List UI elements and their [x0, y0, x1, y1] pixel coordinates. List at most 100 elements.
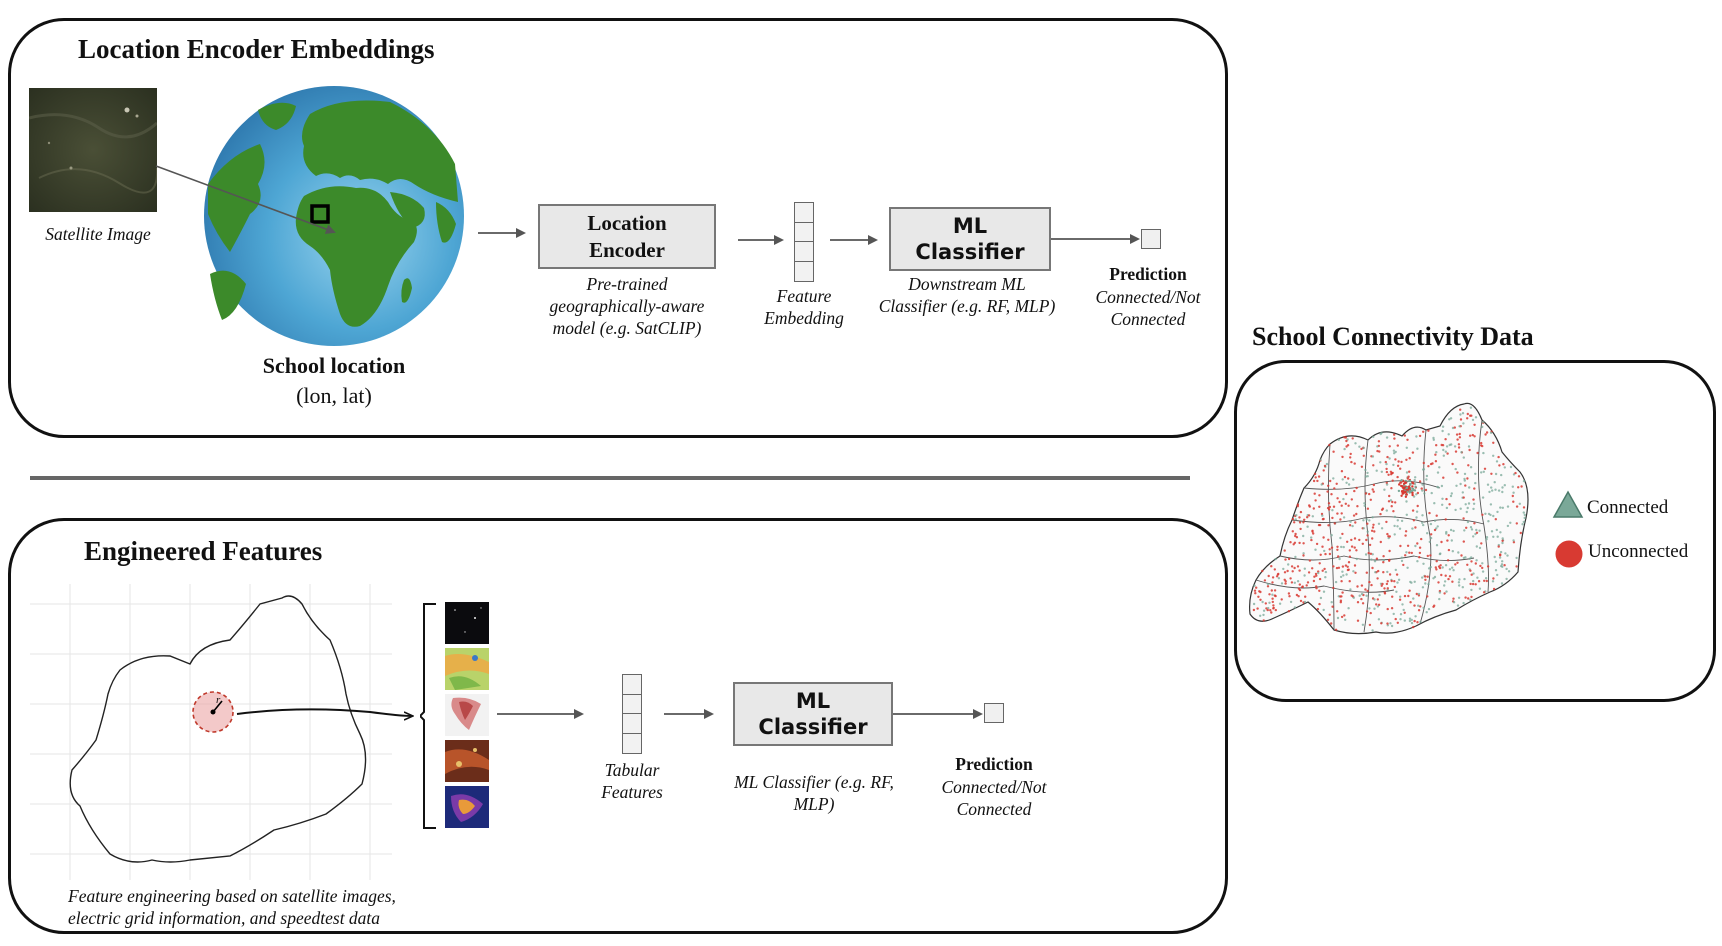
- school-dot: [1318, 577, 1322, 581]
- school-dot: [1483, 467, 1487, 470]
- legend-connected-icon: [1552, 490, 1584, 518]
- school-dot: [1388, 559, 1391, 562]
- school-dot: [1400, 519, 1404, 523]
- school-dot: [1323, 549, 1326, 553]
- prediction-title-top: Prediction: [1109, 264, 1187, 284]
- school-dot: [1414, 526, 1417, 529]
- school-dot: [1338, 557, 1341, 561]
- school-dot: [1392, 510, 1395, 513]
- school-dot: [1341, 532, 1344, 536]
- school-dot: [1333, 487, 1336, 490]
- school-dot: [1348, 524, 1352, 527]
- school-dot: [1299, 527, 1302, 531]
- school-dot: [1488, 490, 1491, 494]
- school-dot: [1491, 580, 1495, 583]
- school-dot: [1366, 534, 1369, 537]
- school-dot: [1453, 426, 1456, 429]
- school-dot: [1326, 618, 1330, 621]
- school-dot: [1373, 598, 1376, 601]
- school-dot: [1467, 464, 1470, 467]
- school-dot: [1344, 502, 1347, 505]
- school-dot: [1478, 546, 1482, 550]
- school-dot: [1499, 506, 1502, 509]
- prediction-text-bottom: Connected/Not Connected: [941, 777, 1047, 819]
- school-dot: [1347, 607, 1350, 610]
- school-dot: [1494, 518, 1497, 521]
- school-dot: [1372, 483, 1376, 487]
- school-dot: [1484, 577, 1488, 580]
- school-dot: [1436, 525, 1439, 528]
- school-dot: [1313, 472, 1317, 476]
- school-dot: [1468, 448, 1471, 452]
- school-dot: [1366, 471, 1369, 475]
- school-dot: [1314, 499, 1317, 502]
- school-dot: [1385, 509, 1388, 512]
- school-dot: [1294, 532, 1297, 536]
- school-dot: [1342, 574, 1345, 577]
- school-dot: [1319, 458, 1322, 461]
- school-dot: [1496, 510, 1499, 514]
- school-dot: [1330, 534, 1333, 537]
- school-dot: [1395, 573, 1399, 576]
- school-dot: [1340, 580, 1343, 583]
- school-dot: [1412, 495, 1416, 498]
- school-dot: [1399, 544, 1402, 548]
- school-dot: [1334, 580, 1338, 584]
- school-dot: [1463, 472, 1467, 476]
- school-dot: [1315, 542, 1319, 546]
- location-encoder-title: Location Encoder Embeddings: [78, 34, 435, 64]
- school-dot: [1414, 476, 1417, 479]
- school-dot: [1283, 578, 1286, 581]
- school-dot: [1295, 593, 1299, 597]
- school-dot: [1274, 594, 1277, 598]
- school-dot: [1379, 461, 1382, 464]
- school-dot: [1473, 522, 1476, 525]
- school-dot: [1404, 495, 1408, 498]
- school-dot: [1392, 463, 1395, 467]
- school-dot: [1364, 588, 1367, 591]
- legend-unconnected-icon: [1555, 540, 1583, 568]
- school-dot: [1358, 538, 1361, 542]
- school-dot: [1397, 578, 1401, 581]
- school-dot: [1353, 546, 1356, 549]
- speedtest-tile: [445, 786, 489, 828]
- school-dot: [1470, 595, 1473, 599]
- school-dot: [1485, 536, 1489, 539]
- school-dot: [1371, 488, 1374, 491]
- school-dot: [1400, 484, 1403, 488]
- school-dot: [1490, 472, 1493, 475]
- school-dot: [1466, 563, 1469, 566]
- school-dot: [1273, 589, 1277, 592]
- school-dot: [1298, 583, 1301, 586]
- school-dot: [1477, 580, 1481, 583]
- school-dot: [1442, 454, 1445, 457]
- prediction-text-top: Connected/Not Connected: [1095, 287, 1201, 329]
- school-dot: [1493, 555, 1496, 559]
- downstream-ml-classifier-box: ML Classifier: [889, 207, 1051, 271]
- school-dot: [1265, 607, 1268, 610]
- school-dot: [1501, 560, 1504, 563]
- school-dot: [1266, 585, 1270, 588]
- school-dot: [1394, 568, 1397, 572]
- school-dot: [1345, 439, 1348, 443]
- school-dot: [1442, 448, 1445, 452]
- school-dot: [1365, 594, 1368, 597]
- school-dot: [1415, 493, 1418, 496]
- school-dot: [1393, 452, 1396, 455]
- school-dot: [1430, 491, 1433, 495]
- school-dot: [1424, 575, 1427, 578]
- school-dot: [1443, 592, 1446, 595]
- nightlights-tile: [445, 602, 489, 644]
- school-dot: [1302, 521, 1305, 524]
- school-dot: [1503, 466, 1506, 469]
- school-dot: [1308, 559, 1312, 562]
- school-dot: [1461, 491, 1464, 494]
- school-dot: [1253, 589, 1257, 592]
- satellite-image: [29, 88, 157, 212]
- school-dot: [1485, 579, 1488, 583]
- school-dot: [1282, 567, 1285, 571]
- school-dot: [1415, 435, 1418, 438]
- school-dot: [1311, 567, 1314, 570]
- school-dot: [1319, 596, 1323, 600]
- school-dot: [1338, 500, 1341, 504]
